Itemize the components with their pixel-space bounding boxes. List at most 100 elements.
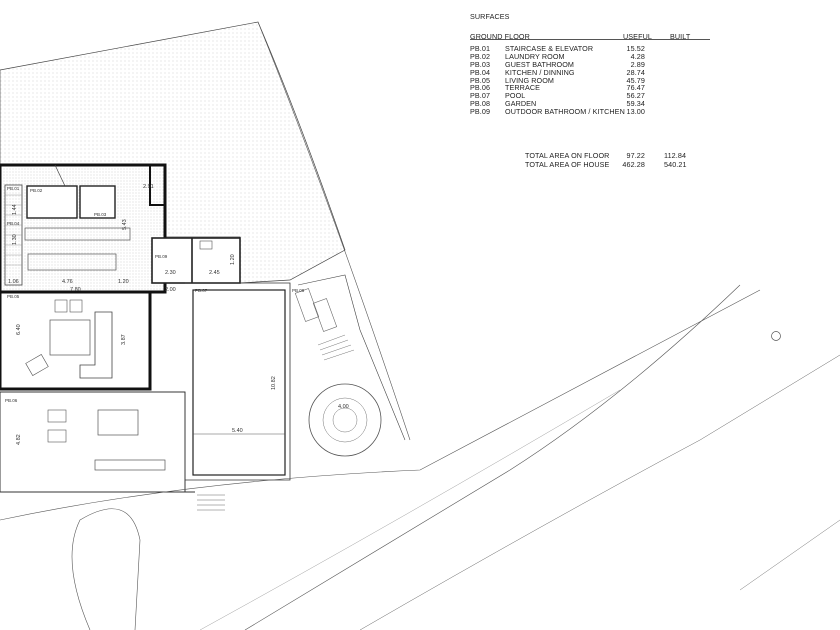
dim-640: 6.40: [16, 324, 22, 335]
floor-label: GROUND FLOOR: [470, 32, 530, 41]
table-row: PB.01 STAIRCASE & ELEVATOR 15.52: [470, 44, 710, 53]
pool-deck: [185, 282, 291, 481]
row-code: PB.03: [470, 59, 491, 69]
dim-540: 5.40: [232, 428, 243, 434]
total-useful: 462.28: [622, 160, 645, 169]
room-label-pb01: PB.01: [7, 186, 20, 191]
dining-table: [97, 409, 139, 436]
row-name: KITCHEN / DINNING: [505, 67, 575, 77]
kitchen-counter: [24, 227, 131, 241]
row-useful: 4.28: [630, 51, 645, 61]
dim-120: 1.20: [118, 279, 129, 285]
kitchen-island: [27, 253, 117, 271]
room-label-pb05: PB.05: [7, 294, 20, 299]
dim-780: 7.80: [70, 287, 81, 293]
row-code: PB.01: [470, 44, 491, 53]
living-room: [0, 290, 152, 391]
row-useful: 76.47: [626, 83, 645, 93]
pool: [192, 289, 286, 476]
dim-482: 4.82: [16, 434, 22, 445]
row-name: LIVING ROOM: [505, 75, 555, 85]
outdoor-fixture: [199, 240, 213, 250]
row-code: PB.04: [470, 67, 491, 77]
total-built: 112.84: [664, 151, 687, 160]
table-row: PB.02 LAUNDRY ROOM 4.28: [470, 51, 710, 61]
living-sofa: [79, 311, 113, 379]
row-useful: 2.89: [630, 59, 645, 69]
dim-400: 4.00: [338, 404, 349, 410]
row-name: GUEST BATHROOM: [505, 59, 575, 69]
staircase-steps: [5, 194, 22, 266]
total-built: 540.21: [664, 160, 687, 169]
dim-200: 2.00: [165, 287, 176, 293]
row-name: LAUNDRY ROOM: [505, 51, 565, 61]
surfaces-header: GROUND FLOOR USEFUL BUILT: [470, 32, 710, 41]
row-name: TERRACE: [505, 83, 541, 93]
armchair-2: [69, 299, 83, 313]
kitchen-hood-line: [54, 164, 66, 187]
site-line-east: [739, 519, 840, 591]
house-wall-east: [149, 165, 165, 206]
row-name: STAIRCASE & ELEVATOR: [505, 44, 594, 53]
terrace-bench: [94, 459, 166, 471]
dim-106: 1.06: [8, 279, 19, 285]
row-useful: 13.00: [626, 107, 645, 117]
dim-291: 2.91: [143, 184, 154, 190]
dim-230: 2.30: [165, 270, 176, 276]
dim-387: 3.87: [121, 334, 127, 345]
entry-steps: [197, 494, 225, 511]
dim-120b: 1.20: [230, 254, 236, 265]
row-useful: 28.74: [626, 67, 645, 77]
row-code: PB.06: [470, 83, 491, 93]
terrace-lounger-1: [47, 409, 67, 423]
road-curve-2: [359, 354, 840, 630]
laundry-room: [26, 185, 78, 219]
room-label-pb03: PB.03: [94, 212, 107, 217]
surfaces-title: SURFACES: [470, 12, 510, 21]
road-curve-1: [244, 284, 741, 630]
dim-1082: 10.82: [271, 376, 277, 390]
outdoor-bathroom-kitchen: [151, 237, 241, 284]
surfaces-rows: PB.01 STAIRCASE & ELEVATOR 15.52 PB.02 LAUN…: [470, 44, 710, 117]
garden-steps: [317, 334, 355, 361]
total-name: TOTAL AREA ON FLOOR: [525, 151, 610, 160]
sun-lounger-2: [312, 298, 338, 332]
row-name: POOL: [505, 91, 526, 101]
dim-543: 5.43: [122, 219, 128, 230]
dim-245: 2.45: [209, 270, 220, 276]
row-code: PB.05: [470, 75, 491, 85]
deck-edge: [297, 274, 406, 441]
total-row: TOTAL AREA OF HOUSE 462.28 540.21: [470, 160, 710, 169]
row-code: PB.08: [470, 99, 491, 109]
site-path-1: [0, 289, 761, 521]
armchair-1: [54, 299, 68, 313]
room-label-pb09: PB.09: [155, 254, 168, 259]
round-planter-outer: [308, 383, 382, 457]
room-label-pb07: PB.07: [195, 288, 208, 293]
road-curve-3: [71, 508, 141, 630]
lounge-chair: [25, 354, 49, 376]
dim-144: 1.44: [12, 204, 18, 215]
room-label-pb02: PB.02: [30, 188, 43, 193]
total-name: TOTAL AREA OF HOUSE: [525, 160, 610, 169]
row-code: PB.02: [470, 51, 491, 61]
table-row: PB.06 TERRACE 76.47: [470, 83, 710, 93]
guest-bathroom: [79, 185, 116, 219]
terrace: [0, 391, 186, 493]
room-label-pb08: PB.08: [292, 288, 305, 293]
row-useful: 45.79: [626, 75, 645, 85]
row-name: OUTDOOR BATHROOM / KITCHEN: [505, 107, 625, 117]
road-curve-4: [199, 389, 621, 630]
round-planter-inner: [332, 407, 358, 433]
terrace-lounger-2: [47, 429, 67, 443]
column-useful: USEFUL: [623, 32, 652, 41]
row-useful: 15.52: [626, 44, 645, 53]
table-row: PB.03 GUEST BATHROOM 2.89: [470, 59, 710, 69]
garden-boundary-line: [257, 21, 411, 441]
header-rule: [470, 39, 710, 40]
